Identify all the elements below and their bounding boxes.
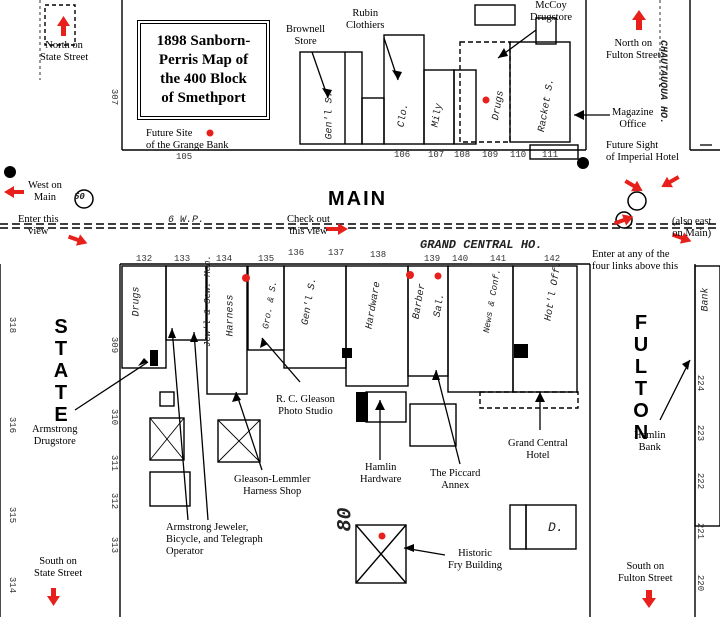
lot-number: 316 xyxy=(7,416,18,434)
annotation-arrowheads xyxy=(138,48,690,552)
lot-number: 140 xyxy=(452,254,469,264)
lot-number: 134 xyxy=(216,254,233,264)
lot-number: 107 xyxy=(428,150,445,160)
lot-number: 133 xyxy=(174,254,191,264)
annotation-leaders xyxy=(74,29,712,556)
street-main: MAIN xyxy=(328,188,388,210)
lot-number: 309 xyxy=(109,336,120,354)
grand-central-ho-label: GRAND CENTRAL HO. xyxy=(420,238,543,252)
lot-number: 137 xyxy=(328,248,345,258)
north-block-lines xyxy=(44,0,720,160)
lot-number: 142 xyxy=(544,254,561,264)
shed-hatching xyxy=(149,417,261,463)
map-title: 1898 Sanborn- Perris Map of the 400 Bloc… xyxy=(156,33,251,106)
south-block-lines xyxy=(0,263,720,617)
lot-number: 138 xyxy=(370,250,387,260)
stencil-drugs-south: Drugs xyxy=(131,286,143,317)
lot-number: 315 xyxy=(7,506,18,524)
lot-number: 108 xyxy=(454,150,471,160)
gwp-label: 6 W.P. xyxy=(168,215,205,226)
lot-number: 105 xyxy=(176,152,193,162)
stencil-bank: Bank xyxy=(700,287,712,312)
lot-number: 139 xyxy=(424,254,441,264)
label-armstrong-jeweler: Armstrong Jeweler,Bicycle, and Telegraph… xyxy=(166,522,263,557)
lot-number: 318 xyxy=(7,316,18,334)
lot-number: 307 xyxy=(109,88,120,106)
stencil-jewl: Jew'l & Sew. Mch. xyxy=(202,255,213,347)
main-street-lines xyxy=(0,223,720,229)
lot-number: 314 xyxy=(7,576,18,594)
lot-number: 135 xyxy=(258,254,275,264)
stencil-fifty-west: 50 xyxy=(74,192,85,202)
lot-number: 310 xyxy=(109,408,120,426)
lot-number: 313 xyxy=(109,536,120,554)
lot-number: 111 xyxy=(542,150,559,160)
lot-number: 221 xyxy=(695,522,706,540)
red-link-arrows xyxy=(4,10,692,608)
lot-number: 110 xyxy=(510,150,527,160)
fill-blocks xyxy=(150,344,528,422)
map-title-box: 1898 Sanborn- Perris Map of the 400 Bloc… xyxy=(137,20,270,120)
corner-marker-ne xyxy=(577,157,589,169)
lot-number: 109 xyxy=(482,150,499,160)
lot-number: 311 xyxy=(109,454,120,472)
lot-number: 141 xyxy=(490,254,507,264)
corner-marker-nw xyxy=(4,166,16,178)
lot-number: 224 xyxy=(695,374,706,392)
stencil-harness: Harness xyxy=(225,294,237,337)
lot-number: 106 xyxy=(394,150,411,160)
lot-number: 223 xyxy=(695,424,706,442)
stencil-eighty: 80 xyxy=(334,507,358,532)
stencil-d: D. xyxy=(548,520,564,535)
lot-number: 222 xyxy=(695,472,706,490)
lot-number: 312 xyxy=(109,492,120,510)
lot-number: 220 xyxy=(695,574,706,592)
lot-number: 136 xyxy=(288,248,305,258)
lot-number: 132 xyxy=(136,254,153,264)
site-dots xyxy=(206,96,490,540)
stencil-gens-north: Gen'l S. xyxy=(324,91,336,140)
